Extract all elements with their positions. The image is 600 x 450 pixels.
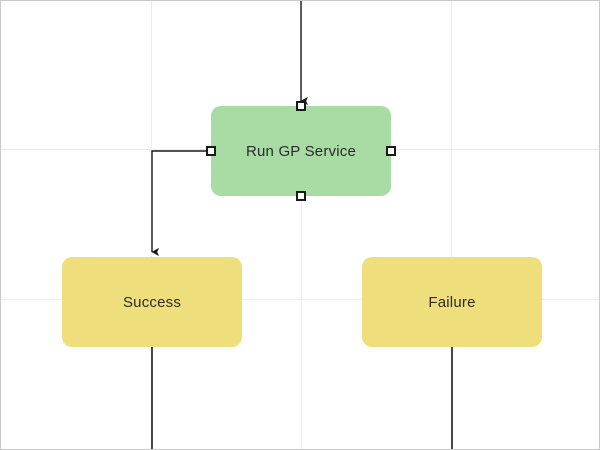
handle-top-icon[interactable]: [296, 101, 306, 111]
node-run-gp-service[interactable]: Run GP Service: [206, 101, 396, 201]
grid-line-vertical: [151, 1, 152, 449]
handle-right-icon[interactable]: [386, 146, 396, 156]
node-failure[interactable]: Failure: [362, 257, 542, 347]
node-label-success: Success: [122, 293, 182, 311]
handle-left-icon[interactable]: [206, 146, 216, 156]
node-label-failure: Failure: [428, 293, 476, 311]
grid-line-vertical: [301, 1, 302, 449]
grid-line-vertical: [451, 1, 452, 449]
node-success[interactable]: Success: [62, 257, 242, 347]
node-label-run-gp-service: Run GP Service: [245, 142, 357, 160]
handle-bottom-icon[interactable]: [296, 191, 306, 201]
edge-run-gp-service-to-success[interactable]: [151, 150, 211, 257]
